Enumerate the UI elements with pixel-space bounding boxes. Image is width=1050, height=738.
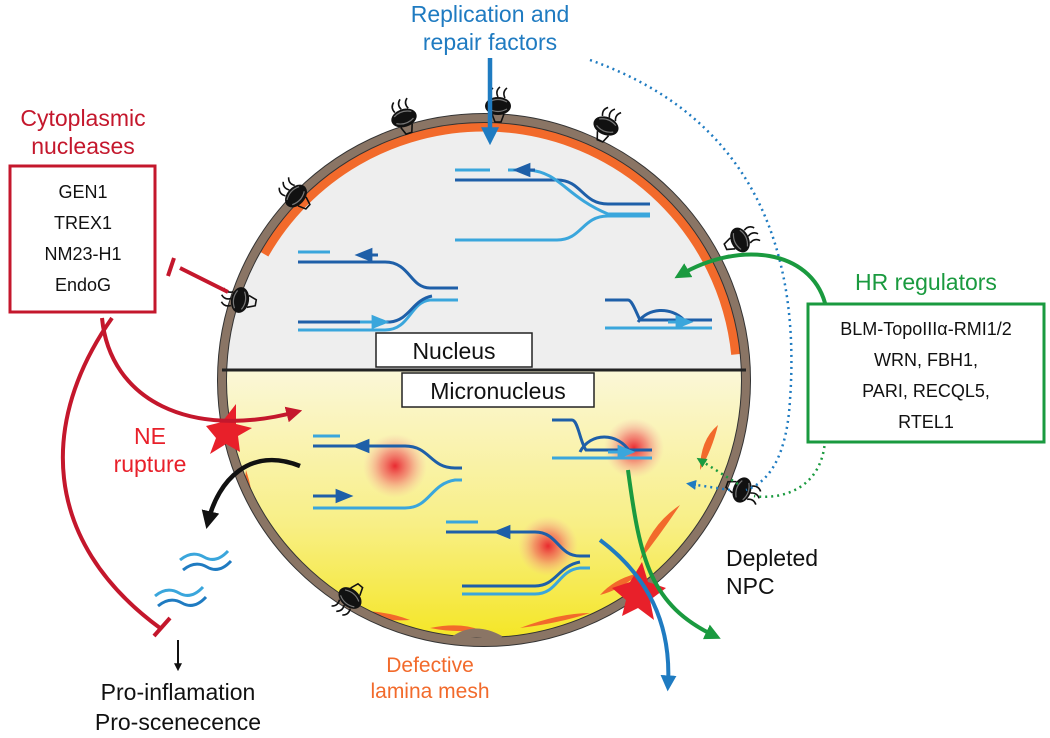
hr-item-blm: BLM-TopoIIIα-RMI1/2 (840, 319, 1011, 339)
nuclease-inhibition (179, 266, 229, 294)
lamina-layer (224, 120, 744, 640)
lamina-label-2: lamina mesh (370, 680, 489, 703)
hr-regulators-box (806, 302, 1046, 444)
cytoplasmic-dna-fragments (154, 549, 233, 608)
nuclease-nm23h1: NM23-H1 (44, 244, 121, 264)
replication-fork (298, 247, 458, 332)
nuclease-gen1: GEN1 (58, 182, 107, 202)
damage-glow (604, 418, 664, 478)
nucleus-label: Nucleus (412, 338, 495, 364)
d-loop (552, 418, 652, 460)
ne-rupture-label-2: rupture (114, 451, 187, 477)
replication-fork (455, 162, 650, 242)
replication-fork (313, 434, 462, 510)
hr-blocked-arrow (696, 457, 739, 486)
nuclease-entry-arrow (100, 317, 303, 423)
nucleases-box (8, 164, 157, 314)
replication-blocked-arrow (686, 479, 731, 492)
nuclear-envelope (217, 113, 751, 647)
nuclease-inhibition-outcome (60, 316, 162, 630)
lamina-label-1: Defective (386, 654, 474, 677)
depleted-npc-label-2: NPC (726, 573, 775, 599)
replication-fork (446, 520, 590, 596)
hr-entry-arrow (674, 252, 827, 304)
hr-title: HR regulators (855, 269, 997, 295)
ne-rupture-label-1: NE (134, 423, 166, 449)
micronucleus-label: Micronucleus (430, 378, 566, 404)
hr-item-wrn: WRN, FBH1, (874, 350, 978, 370)
micronucleus-label-box (401, 372, 595, 408)
cytoplasmic-title: Cytoplasmic (20, 105, 145, 131)
replication-subtitle: repair factors (423, 29, 557, 55)
ne-rupture-star (206, 404, 252, 454)
hr-item-rtel1: RTEL1 (898, 412, 954, 432)
d-loop (605, 298, 712, 330)
hr-dotted-path (753, 439, 827, 498)
nucleus-label-box (375, 332, 533, 368)
nuclease-trex1: TREX1 (54, 213, 112, 233)
dna-release-arrow (201, 458, 301, 530)
npc-rupture-star (612, 562, 666, 620)
outcome-label-2: Pro-scenecence (95, 709, 261, 735)
damage-glow (363, 434, 427, 498)
outcome-label-1: Pro-inflamation (101, 679, 256, 705)
hr-item-pari: PARI, RECQL5, (862, 381, 990, 401)
replication-dotted-path (589, 58, 793, 492)
hr-exit-arrow (626, 469, 721, 640)
cytoplasmic-subtitle: nucleases (31, 133, 135, 159)
depleted-npc-label-1: Depleted (726, 545, 818, 571)
nuclease-endog: EndoG (55, 275, 111, 295)
replication-title: Replication and (411, 1, 570, 27)
replication-exit-arrow (598, 538, 677, 692)
